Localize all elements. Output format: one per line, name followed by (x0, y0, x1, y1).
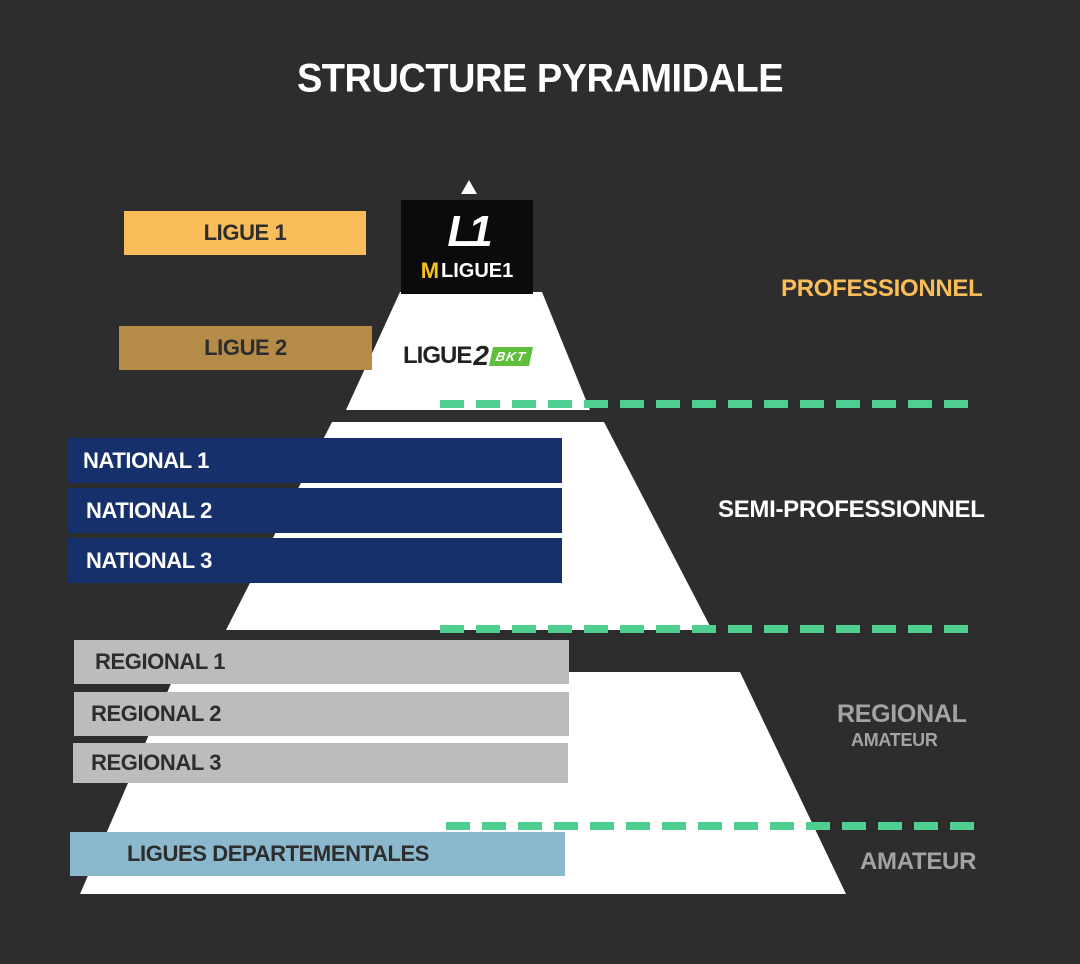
ligue2-logo-text: LIGUE (403, 342, 472, 369)
league-ligue-1: LIGUE 1 (124, 211, 366, 255)
mcdonalds-icon: M (420, 258, 440, 283)
league-departementales: LIGUES DEPARTEMENTALES (70, 832, 565, 876)
league-regional-3: REGIONAL 3 (73, 743, 568, 783)
pyramid-apex-arrow (461, 180, 477, 194)
league-national-3: NATIONAL 3 (67, 538, 562, 583)
ligue1-logo: L1 M LIGUE1 (401, 200, 533, 294)
bkt-sponsor-badge: BKT (488, 346, 533, 366)
league-regional-1: REGIONAL 1 (74, 640, 569, 684)
league-ligue-2: LIGUE 2 (119, 326, 372, 370)
page-title: STRUCTURE PYRAMIDALE (296, 56, 784, 102)
tier-label-semi-professionnel: SEMI-PROFESSIONNEL (718, 496, 985, 523)
pyramid-tier-professionnel (346, 292, 590, 410)
ligue2-logo: LIGUE 2 BKT (403, 340, 533, 372)
league-regional-2: REGIONAL 2 (74, 692, 569, 736)
league-national-1: NATIONAL 1 (67, 438, 562, 483)
ligue1-mark: L1 (447, 207, 492, 256)
ligue1-wordmark: M LIGUE1 (421, 258, 514, 284)
ligue2-logo-number: 2 (473, 340, 489, 371)
tier-label-regional-amateur: AMATEUR (851, 730, 938, 750)
tier-label-professionnel: PROFESSIONNEL (781, 275, 983, 302)
league-national-2: NATIONAL 2 (67, 488, 562, 533)
ligue1-logo-text: LIGUE1 (441, 259, 514, 282)
tier-label-amateur: AMATEUR (860, 848, 977, 875)
tier-label-regional: REGIONAL (837, 700, 967, 728)
